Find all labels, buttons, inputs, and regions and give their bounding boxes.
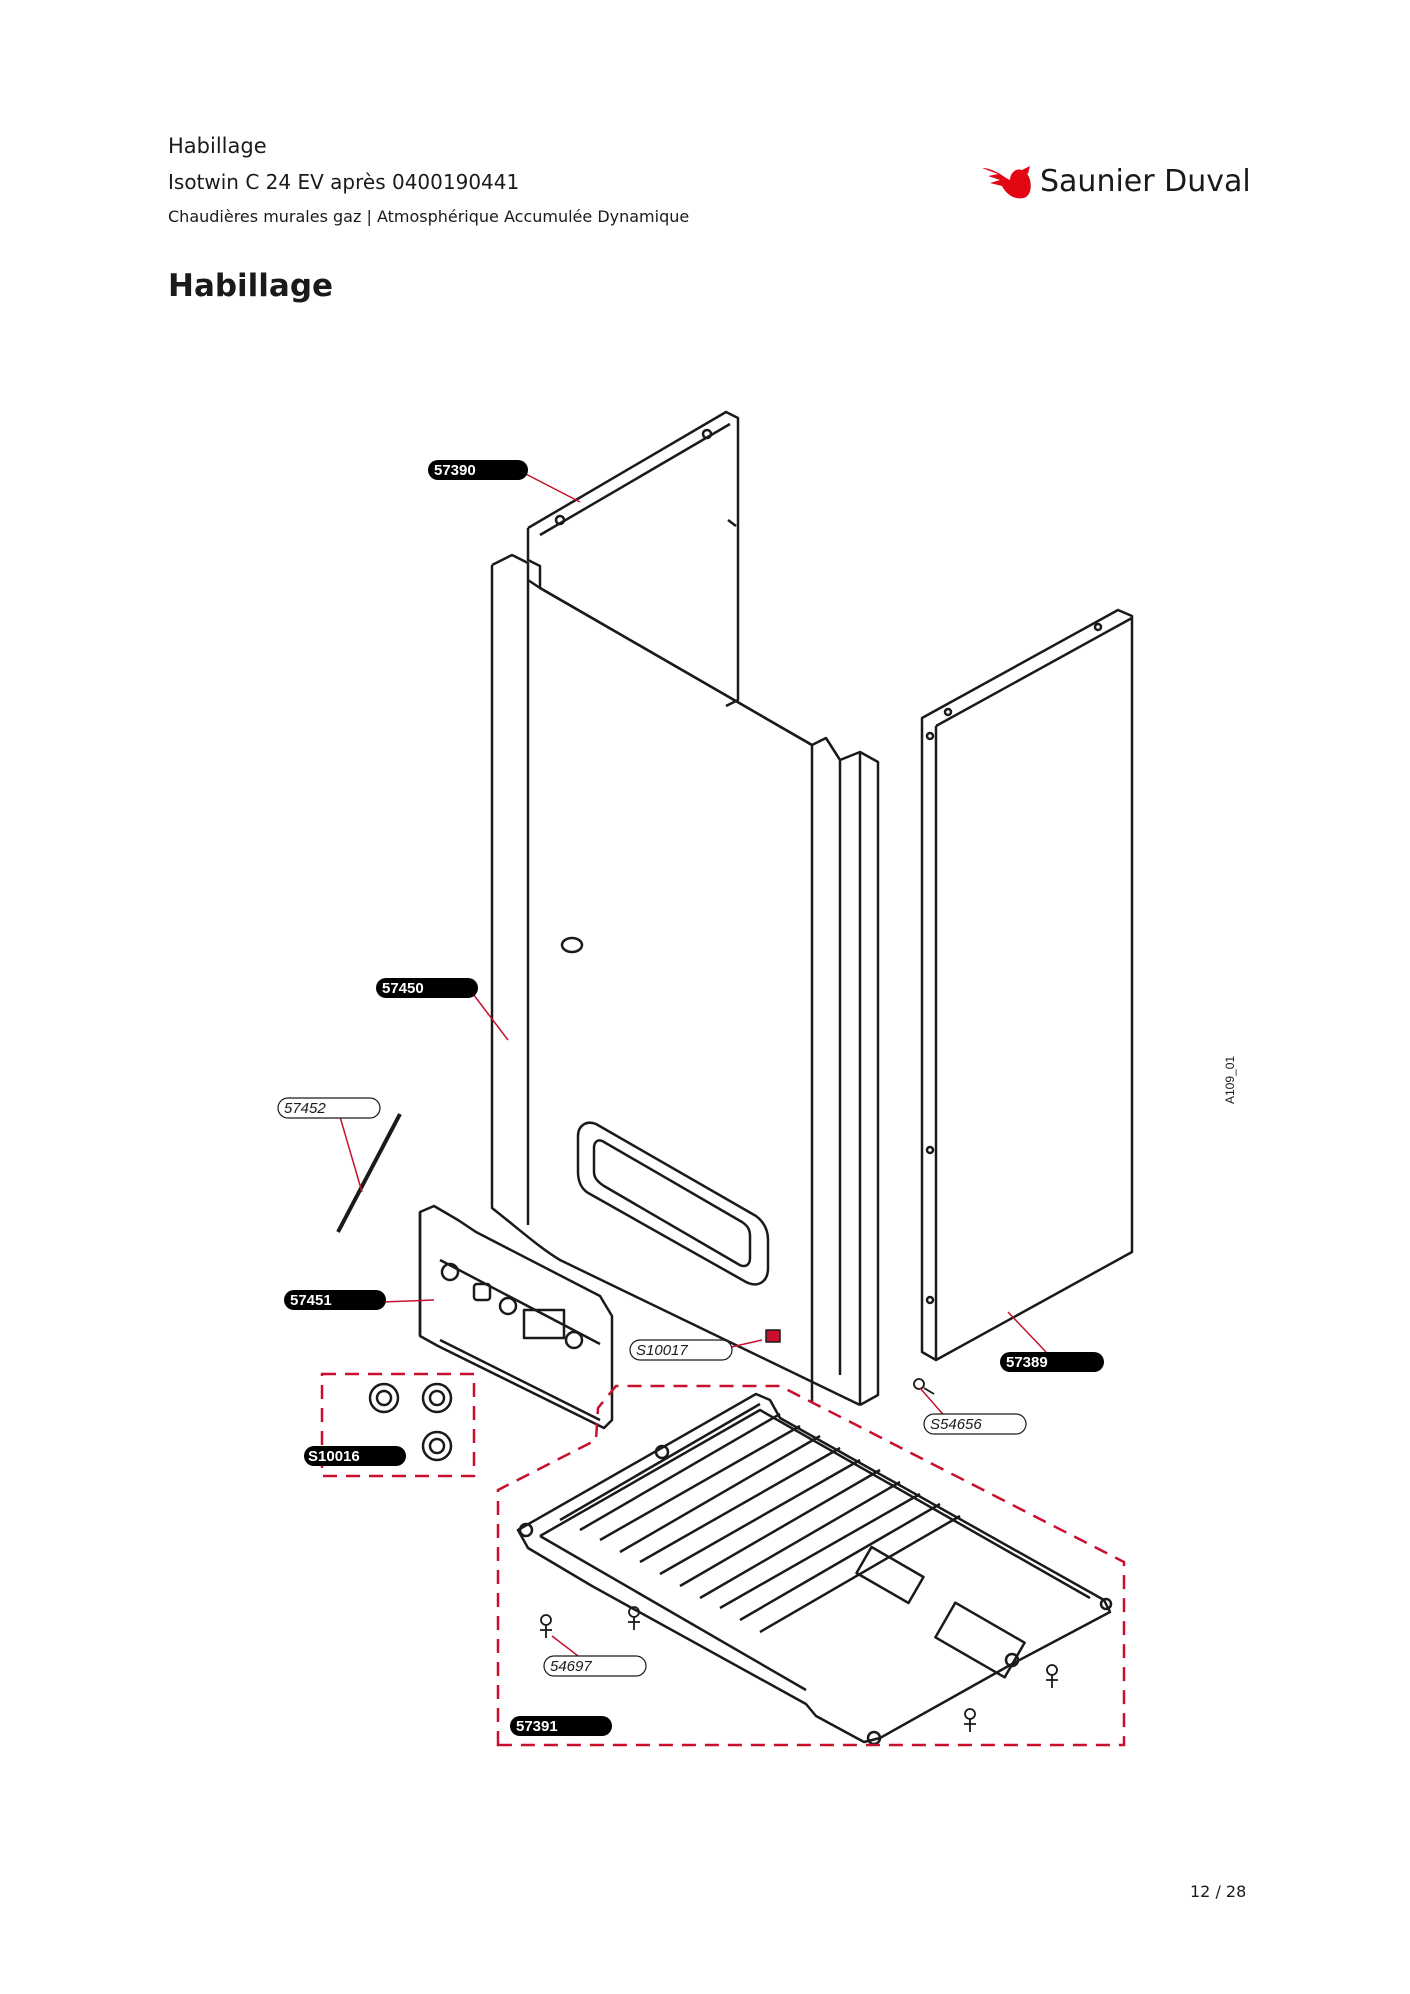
callout-S10016: S10016 <box>304 1446 406 1466</box>
product-category: Chaudières murales gaz | Atmosphérique A… <box>168 207 690 226</box>
callout-label-54697: 54697 <box>550 1658 592 1675</box>
page-number: 12 / 28 <box>1190 1882 1247 1901</box>
callout-label-57451: 57451 <box>290 1292 332 1309</box>
product-model: Isotwin C 24 EV après 0400190441 <box>168 170 520 194</box>
callout-57452: 57452 <box>277 1097 381 1119</box>
control-panel-57451 <box>418 1204 614 1430</box>
callout-label-S10017: S10017 <box>636 1342 688 1359</box>
callout-57451: 57451 <box>284 1290 386 1310</box>
callout-label-57452: 57452 <box>284 1100 326 1117</box>
brand-name: Saunier Duval <box>1040 164 1251 199</box>
callout-label-57450: 57450 <box>382 980 424 997</box>
callout-S10017: S10017 <box>629 1339 733 1361</box>
knobs-S10016 <box>368 1382 453 1462</box>
screws-54697 <box>540 1606 1058 1732</box>
callout-label-S10016: S10016 <box>308 1448 360 1465</box>
base-plate-57391 <box>516 1392 1113 1746</box>
leader-lines <box>337 469 1047 1663</box>
callout-label-57391: 57391 <box>516 1718 558 1735</box>
kit-border-57391 <box>496 1384 1126 1747</box>
side-panel-57389 <box>920 608 1134 1362</box>
callout-label-S54656: S54656 <box>930 1416 982 1433</box>
callout-label-57390: 57390 <box>434 462 476 479</box>
rod-57452 <box>336 1113 402 1233</box>
back-frame-57390 <box>526 410 740 708</box>
doc-section-header: Habillage <box>168 134 267 158</box>
kit-border-S10016 <box>320 1372 476 1478</box>
page-title: Habillage <box>168 268 334 304</box>
brand-logo: Saunier Duval <box>978 158 1251 206</box>
front-casing-57450 <box>490 553 880 1407</box>
callout-57390: 57390 <box>428 460 528 480</box>
screw-S54656 <box>913 1378 935 1395</box>
callout-57450: 57450 <box>376 978 478 998</box>
callout-57389: 57389 <box>1000 1352 1104 1372</box>
callout-label-57389: 57389 <box>1006 1354 1048 1371</box>
bird-logo-icon <box>982 166 1031 199</box>
callout-S54656: S54656 <box>923 1413 1027 1435</box>
figure-reference: A109_01 <box>1223 1056 1237 1104</box>
callout-54697: 54697 <box>543 1655 647 1677</box>
callout-57391: 57391 <box>510 1716 612 1736</box>
